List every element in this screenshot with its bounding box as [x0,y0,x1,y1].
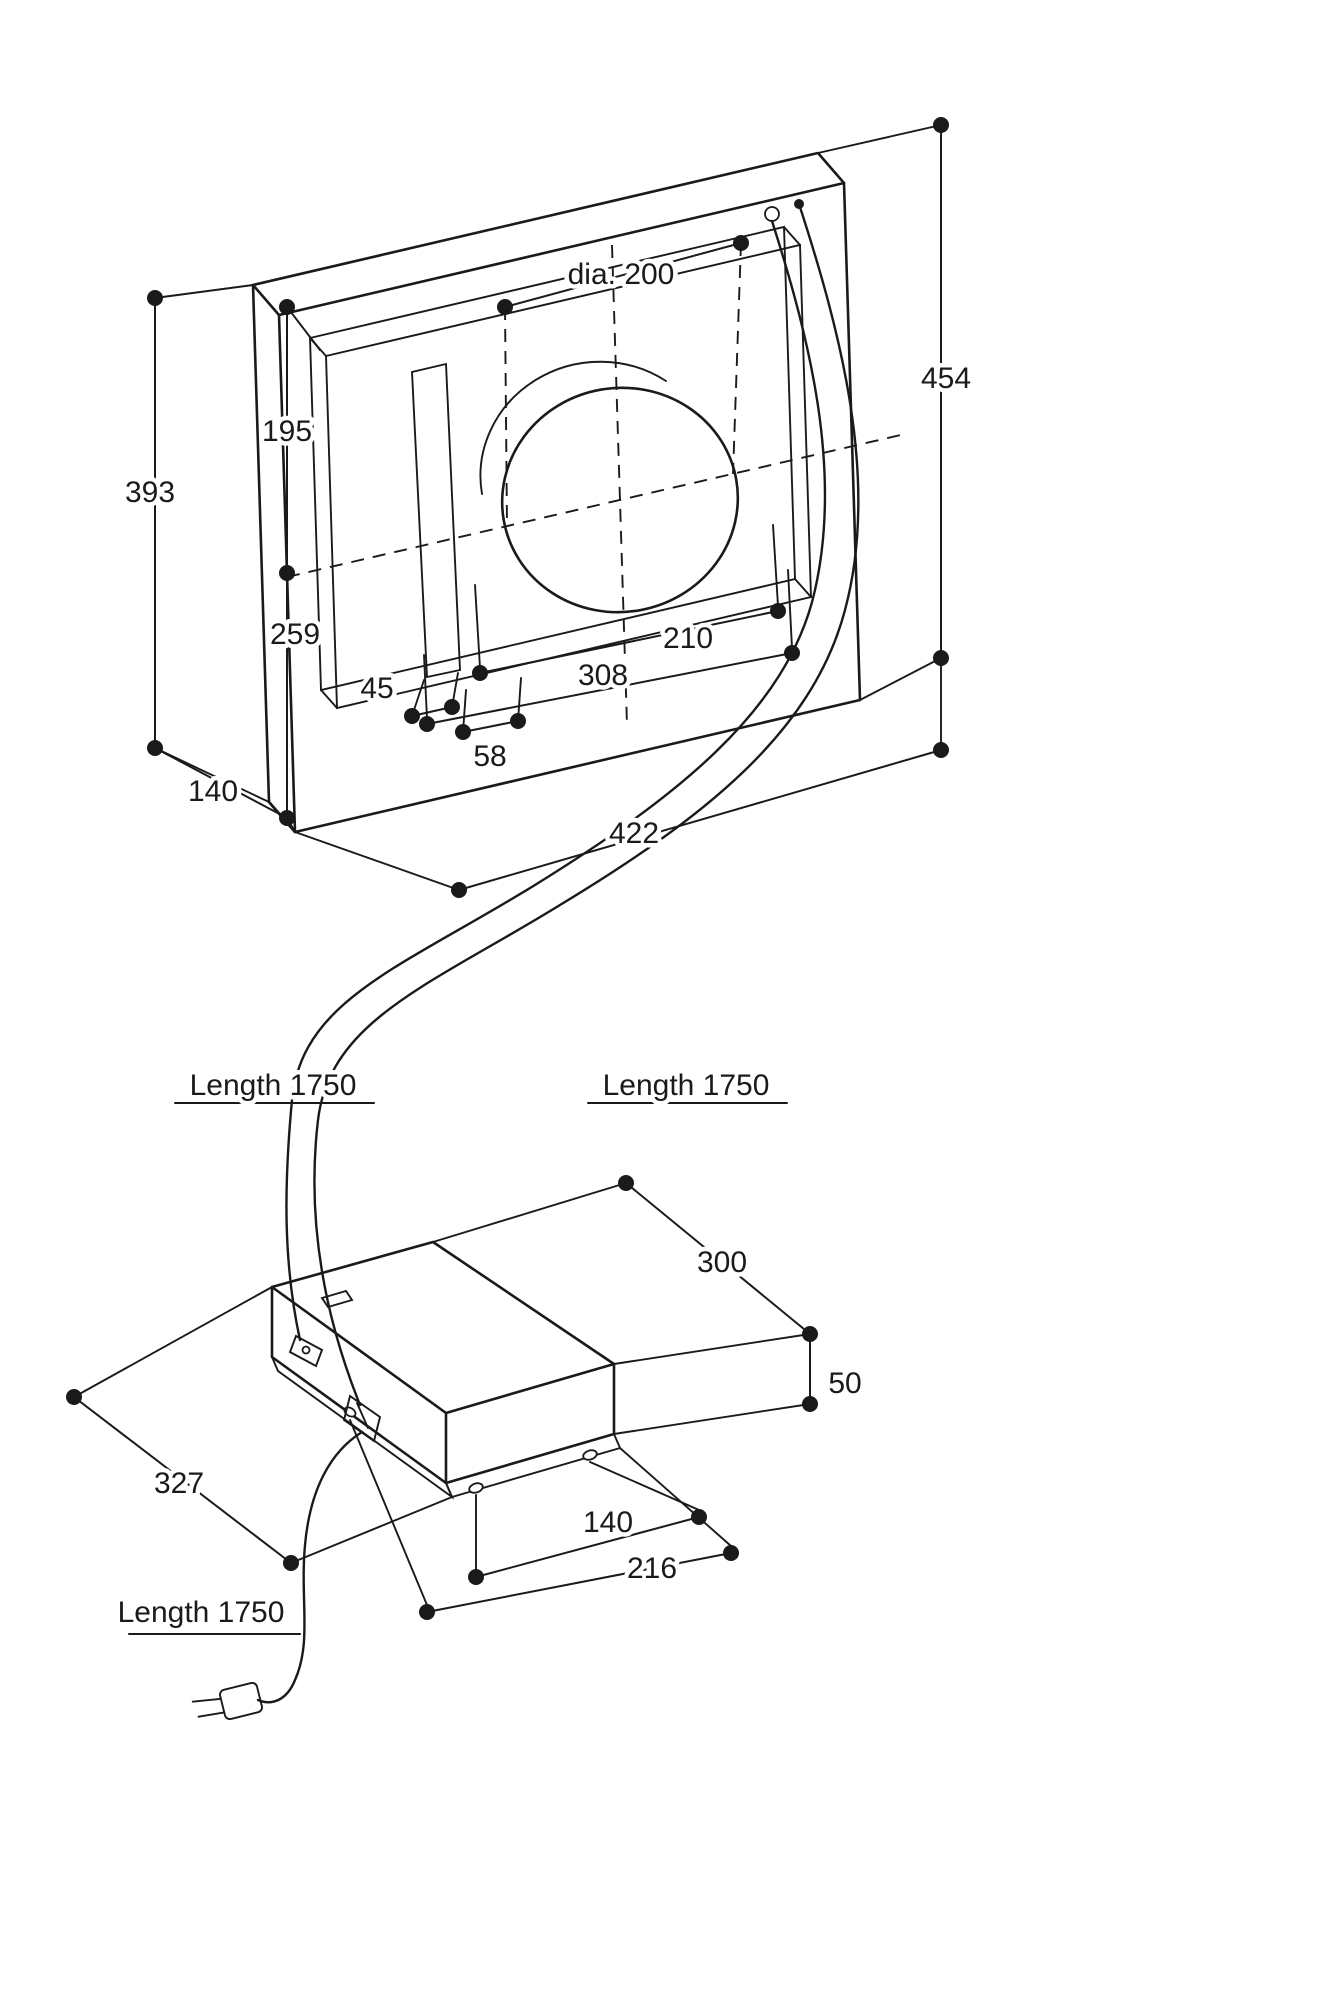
exhaust-cable [313,202,860,1407]
dimension-dot [444,699,460,715]
plug-prongs [191,1697,226,1718]
flange-right [445,1433,622,1499]
dimension-dot [770,603,786,619]
dim-label-45: 45 [360,672,393,705]
dimension-dot [618,1175,634,1191]
duct-collar-arc [479,360,667,495]
dimension-lines-housing [147,117,949,898]
dim-label-50: 50 [828,1367,861,1400]
tab-hole [301,1345,311,1355]
dimension-dot [66,1389,82,1405]
dimension-dot [279,565,295,581]
connection-cables [256,199,860,1704]
plate-flange [411,362,461,679]
connector-detail [356,1402,369,1429]
dim-label-422: 422 [609,817,659,850]
dimension-labels: dia. 200 454 393 195 259 210 308 45 58 1… [113,254,975,1634]
dimension-dot [419,1604,435,1620]
plug-body [219,1681,263,1721]
dimension-dot [147,290,163,306]
dimension-dot [451,882,467,898]
dimension-dot [283,1555,299,1571]
dimension-dot [455,724,471,740]
housing-outline [251,151,862,834]
dimension-dot [933,742,949,758]
dimension-dot [419,716,435,732]
dim-label-140-holes: 140 [583,1506,633,1539]
cable-length-label-power: Length 1750 [118,1596,285,1629]
vent-slot [320,1289,354,1309]
dimension-dot [468,1569,484,1585]
cable-length-label-right: Length 1750 [603,1069,770,1102]
dim-label-210: 210 [663,622,713,655]
dimension-dot [279,299,295,315]
power-cord [256,1430,364,1704]
dimension-dot [723,1545,739,1561]
dimension-dot [472,665,488,681]
cable-tab [288,1334,324,1368]
dim-label-259: 259 [270,618,320,651]
duct-opening [286,244,906,726]
dimension-dot [404,708,420,724]
dim-label-300: 300 [697,1246,747,1279]
dim-label-216: 216 [627,1552,677,1585]
dimension-dot [933,117,949,133]
dim-label-diameter: dia. 200 [568,258,675,291]
dim-label-327: 327 [154,1467,204,1500]
dim-label-195: 195 [262,415,312,448]
power-plug [191,1681,263,1721]
cable-exit-ring [764,206,780,222]
mount-hole [468,1482,484,1494]
dimension-dot [802,1396,818,1412]
center-line-vertical [611,244,628,726]
dimension-dot [510,713,526,729]
dim-label-454: 454 [921,362,971,395]
dim-label-308: 308 [578,659,628,692]
center-line-horizontal [286,433,906,578]
dim-label-58: 58 [473,740,506,773]
dim-label-393: 393 [125,476,175,509]
mounting-plate [309,225,812,710]
control-cable [285,219,827,1342]
cable-length-label-left: Length 1750 [190,1069,357,1102]
cable-connector [342,1394,382,1443]
mount-hole [582,1449,598,1461]
dimension-lines-blower [66,1175,818,1620]
dimension-dot [497,299,513,315]
dim-label-140-depth: 140 [188,775,238,808]
dimension-dot [733,235,749,251]
cable-length-labels [128,1102,788,1635]
